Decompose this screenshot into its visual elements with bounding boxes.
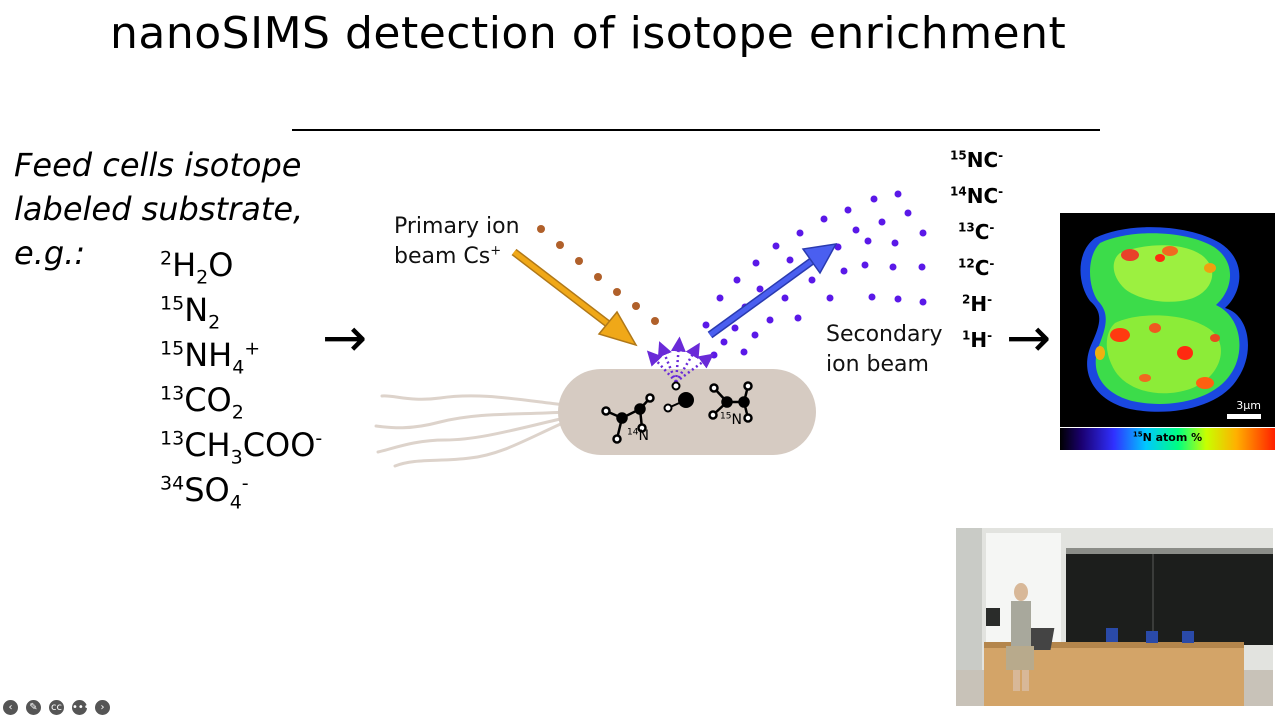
prev-icon[interactable]: ‹ (3, 700, 18, 715)
colorbar-mass: 15 (1133, 430, 1143, 438)
captions-icon[interactable]: cc (49, 700, 64, 715)
nanosims-image: 3µm (1060, 213, 1275, 427)
atom-14n-symbol: N (638, 428, 648, 444)
ion-symbol: H (970, 292, 987, 316)
ion-symbol: C (975, 220, 990, 244)
atom-15n-symbol: N (731, 412, 741, 428)
pen-icon[interactable]: ✎ (26, 700, 41, 715)
bacterium-cell (558, 369, 816, 455)
ion-mass: 14 (950, 184, 967, 198)
speaker-webcam (956, 528, 1273, 706)
primary-beam-arrow (514, 252, 636, 345)
colorbar-text: N atom % (1143, 431, 1203, 444)
secondary-ion-label: 13C- (958, 220, 994, 244)
ion-symbol: C (975, 256, 990, 280)
ion-charge: - (987, 292, 992, 306)
ion-charge: - (998, 184, 1003, 198)
ion-charge: - (989, 256, 994, 270)
more-icon[interactable]: ••• (72, 700, 87, 715)
secondary-ion-dots (703, 191, 927, 359)
atom-label-15n: 15N (720, 412, 742, 428)
scale-bar (1227, 414, 1261, 419)
secondary-ion-label: 2H- (962, 292, 992, 316)
colorbar-label: 15N atom % (1060, 431, 1275, 444)
nanosims-cell-map (1060, 213, 1275, 427)
webcam-scene (956, 528, 1273, 706)
flagellum (376, 396, 565, 466)
ion-symbol: H (970, 328, 987, 352)
secondary-ion-label: 1H- (962, 328, 992, 352)
ion-mass: 15 (950, 148, 967, 162)
ion-charge: - (998, 148, 1003, 162)
ion-symbol: NC (967, 184, 998, 208)
scale-bar-label: 3µm (1236, 399, 1261, 412)
primary-ion-dots (537, 225, 659, 325)
next-icon[interactable]: › (95, 700, 110, 715)
atom-label-14n: 14N (627, 428, 649, 444)
secondary-ion-label: 15NC- (950, 148, 1003, 172)
secondary-ion-label: 14NC- (950, 184, 1003, 208)
atom-percent-colorbar: 15N atom % (1060, 428, 1275, 450)
ion-mass: 12 (958, 256, 975, 270)
ion-charge: - (987, 328, 992, 342)
secondary-ion-label: 12C- (958, 256, 994, 280)
ion-charge: - (989, 220, 994, 234)
ion-symbol: NC (967, 148, 998, 172)
atom-14n-mass: 14 (627, 427, 638, 437)
atom-15n-mass: 15 (720, 411, 731, 421)
ion-mass: 13 (958, 220, 975, 234)
